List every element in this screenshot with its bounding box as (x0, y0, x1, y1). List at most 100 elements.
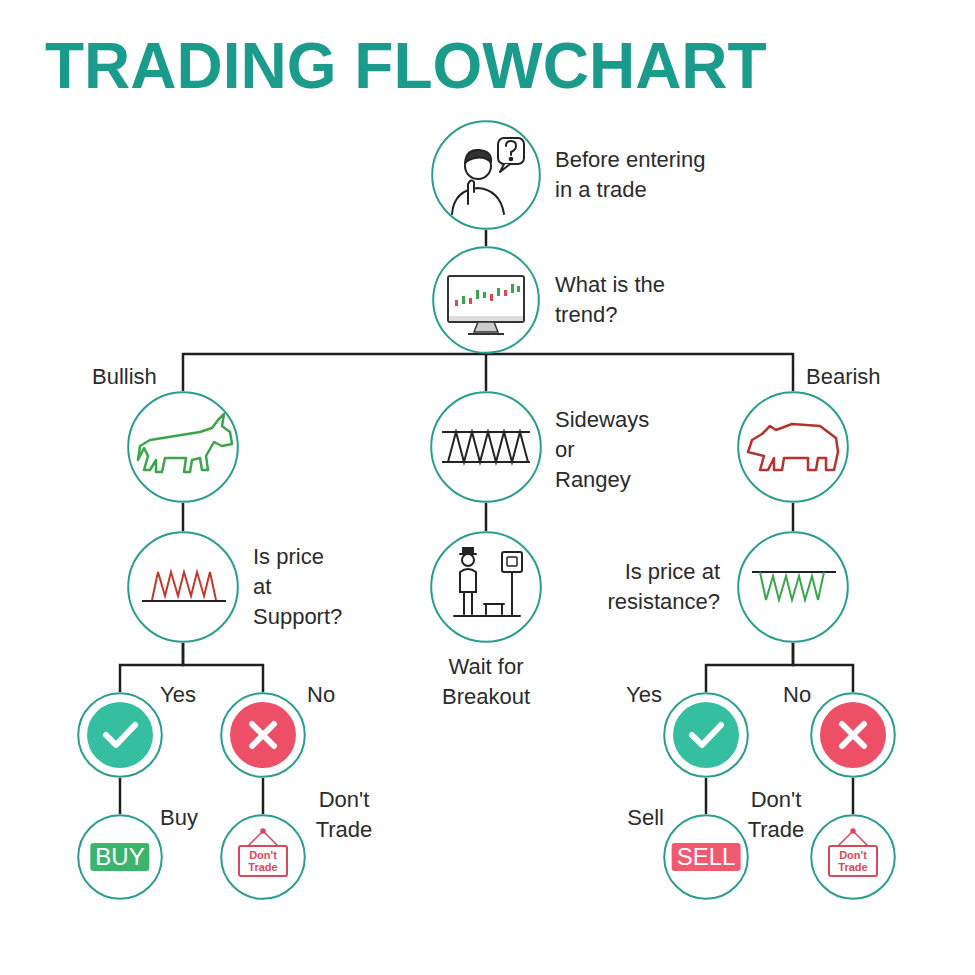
flow-circle: Yes (77, 692, 163, 778)
waiting-person-icon (460, 569, 476, 592)
flow-connector (705, 778, 708, 814)
flow-circle: Don't TradeDon't Trade (810, 814, 896, 900)
thinking-person-icon (452, 188, 504, 214)
flow-circle: Bearish (737, 391, 849, 503)
chart-monitor-icon (517, 286, 520, 292)
action-badge: BUY (90, 843, 149, 871)
node-label: Before entering in a trade (555, 145, 720, 205)
no-cross-icon (230, 702, 296, 768)
flow-connector (852, 778, 855, 814)
circle-outline (431, 392, 541, 502)
circle-outline (663, 692, 749, 778)
flow-circle: Wait for Breakout (430, 531, 542, 643)
node-label: Is price at resistance? (600, 557, 720, 617)
node-label: Bullish (92, 362, 157, 392)
circle-outline (811, 815, 895, 899)
no-cross-icon (820, 702, 886, 768)
yes-check-icon (673, 702, 739, 768)
hanging-sign: Don't Trade (828, 845, 878, 877)
node-label: Wait for Breakout (421, 652, 551, 712)
yes-check-icon (87, 702, 153, 768)
action-badge: SELL (672, 843, 741, 871)
range-icon (442, 461, 530, 463)
support-icon (142, 600, 226, 602)
flow-connector (485, 230, 488, 246)
flow-circle: SellSELL (663, 814, 749, 900)
waiting-person-icon (463, 548, 473, 554)
no-cross-icon (252, 724, 274, 746)
bear-icon (748, 424, 838, 470)
circle-outline (738, 392, 848, 502)
circle-outline (433, 247, 539, 353)
yes-check-icon (673, 702, 739, 768)
circle-outline (127, 391, 239, 503)
circle-outline (430, 531, 542, 643)
range-icon (442, 432, 530, 462)
node-label: No (307, 680, 335, 710)
chart-title: TRADING FLOWCHART (45, 34, 767, 98)
flow-connector (486, 354, 793, 391)
flow-connector (262, 778, 265, 814)
circle-outline (664, 693, 748, 777)
support-icon (142, 572, 226, 601)
chart-monitor-icon (490, 294, 493, 301)
hanging-sign: Don't Trade (238, 845, 288, 877)
flow-circle: What is the trend? (432, 246, 540, 354)
waiting-person-icon (454, 615, 520, 617)
waiting-person-icon (471, 592, 473, 614)
chart-monitor-icon (468, 333, 504, 335)
flow-connector (485, 503, 488, 531)
chart-monitor-icon (483, 292, 486, 298)
circle-outline (430, 391, 542, 503)
node-label: Bearish (806, 362, 881, 392)
circle-outline (811, 693, 895, 777)
thinking-person-icon (465, 150, 491, 163)
node-label: Buy (160, 803, 198, 833)
sign-hanger (261, 829, 265, 833)
waiting-person-icon (507, 557, 517, 566)
yes-check-icon (106, 725, 135, 745)
resistance-icon (752, 572, 836, 600)
thinking-person-icon (452, 138, 524, 214)
circle-outline (738, 532, 848, 642)
circle-outline (737, 531, 849, 643)
circle-outline (128, 392, 238, 502)
flow-circle: Sideways or Rangey (430, 391, 542, 503)
flow-circle: Don't TradeDon't Trade (220, 814, 306, 900)
sign-hanger (851, 829, 855, 833)
yes-check-icon (87, 702, 153, 768)
chart-monitor-icon (497, 288, 500, 296)
flow-circle: Bullish (127, 391, 239, 503)
flow-connector (706, 643, 793, 692)
chart-monitor-icon (476, 290, 479, 299)
flow-connector (183, 354, 486, 391)
thinking-person-icon (468, 180, 474, 204)
flow-circle: Yes (663, 692, 749, 778)
circle-outline (127, 531, 239, 643)
circle-outline (432, 121, 540, 229)
flow-connector (182, 503, 185, 531)
flow-circle: Is price at resistance? (737, 531, 849, 643)
waiting-person-icon (463, 592, 465, 614)
node-label: Is price at Support? (253, 542, 345, 632)
node-label: Don't Trade (740, 785, 812, 845)
chart-monitor-icon (462, 296, 465, 304)
no-cross-icon (230, 702, 296, 768)
node-label: Sell (612, 803, 664, 833)
range-icon (448, 432, 528, 462)
chart-monitor-icon (511, 284, 514, 293)
chart-monitor-icon (448, 276, 524, 334)
circle-outline (78, 693, 162, 777)
thinking-person-icon (500, 164, 510, 172)
flow-circle: BuyBUY (77, 814, 163, 900)
thinking-person-icon (506, 141, 516, 155)
node-label: Yes (612, 680, 662, 710)
flow-connector (119, 778, 122, 814)
circle-outline (220, 692, 306, 778)
chart-monitor-icon (455, 300, 458, 306)
chart-monitor-icon (449, 316, 523, 321)
node-label: What is the trend? (555, 270, 685, 330)
sign-hanger (248, 829, 278, 846)
chart-monitor-icon (474, 322, 498, 332)
no-cross-icon (820, 702, 886, 768)
